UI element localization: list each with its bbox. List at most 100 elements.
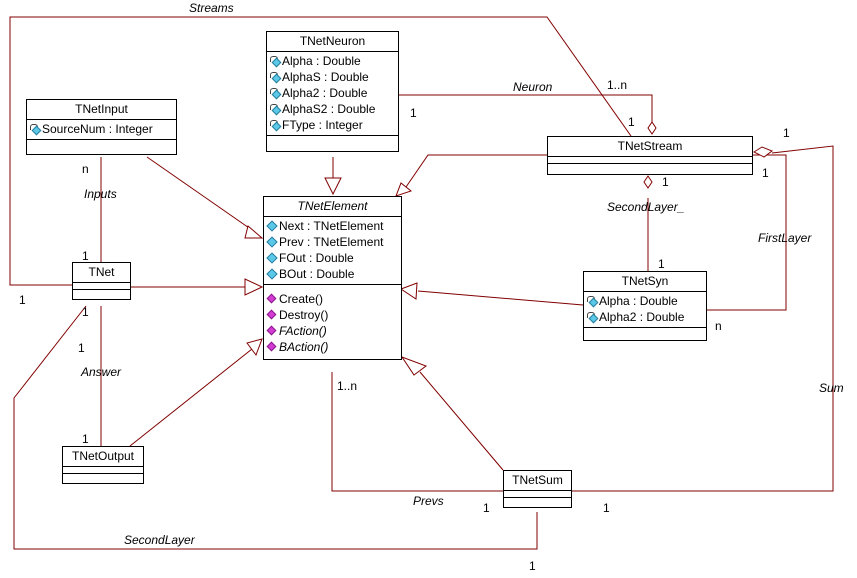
attribute-text: Prev : TNetElement bbox=[279, 235, 384, 249]
operation-row[interactable]: Destroy() bbox=[267, 307, 398, 323]
firstlayer-association-line bbox=[706, 154, 787, 311]
syn-generalization-arrowhead bbox=[399, 282, 418, 300]
attribute-row[interactable]: AlphaS : Double bbox=[270, 69, 395, 85]
neuron-generalization-arrowhead bbox=[324, 177, 342, 196]
neuron-multiplicity-one: 1 bbox=[410, 106, 417, 120]
prevs-multiplicity-many: 1..n bbox=[337, 379, 358, 393]
streams-role-label: Streams bbox=[189, 1, 234, 15]
attribute-row[interactable]: Next : TNetElement bbox=[267, 218, 398, 234]
secondlayer-multiplicity-top: 1 bbox=[662, 175, 669, 189]
tnetelement-class[interactable]: TNetElement Next : TNetElement Prev : TN… bbox=[263, 196, 402, 360]
tnetsum-class[interactable]: TNetSum bbox=[503, 470, 572, 508]
stream-generalization-line bbox=[405, 154, 547, 188]
attribute-row[interactable]: Alpha2 : Double bbox=[270, 85, 395, 101]
tnetneuron-attributes: Alpha : Double AlphaS : Double Alpha2 : … bbox=[267, 52, 398, 136]
tnetneuron-class-name: TNetNeuron bbox=[267, 32, 398, 52]
secondlayer-role-label: SecondLayer_ bbox=[607, 200, 685, 214]
output-generalization-line bbox=[129, 348, 253, 447]
tnetinput-attributes: SourceNum : Integer bbox=[27, 120, 176, 140]
tnet-class-name: TNet bbox=[73, 263, 130, 283]
tnetoutput-operations bbox=[63, 474, 143, 483]
firstlayer-multiplicity-n: n bbox=[715, 319, 722, 333]
secondlayer-bottom-association-line bbox=[13, 305, 538, 550]
prevs-multiplicity-one: 1 bbox=[483, 501, 490, 515]
tnetsum-attributes bbox=[504, 491, 571, 498]
operation-text: Create() bbox=[279, 292, 324, 306]
attribute-row[interactable]: Prev : TNetElement bbox=[267, 234, 398, 250]
attribute-row[interactable]: AlphaS2 : Double bbox=[270, 101, 395, 117]
attribute-row[interactable]: Alpha : Double bbox=[587, 293, 703, 309]
answer-role-label: Answer bbox=[81, 365, 122, 379]
neuron-multiplicity-many: 1..n bbox=[607, 78, 628, 92]
tnetneuron-class[interactable]: TNetNeuron Alpha : Double AlphaS : Doubl… bbox=[266, 31, 399, 152]
cyan-diamond-icon bbox=[267, 253, 277, 263]
operation-row[interactable]: FAction() bbox=[267, 323, 398, 339]
neuron-role-label: Neuron bbox=[513, 80, 553, 94]
attribute-row[interactable]: SourceNum : Integer bbox=[30, 121, 173, 137]
operation-row[interactable]: Create() bbox=[267, 291, 398, 307]
inputs-role-label: Inputs bbox=[84, 187, 117, 201]
magenta-diamond-icon bbox=[267, 342, 277, 352]
tnetoutput-attributes bbox=[63, 467, 143, 474]
secondlayer-aggregation-diamond bbox=[643, 175, 653, 189]
input-generalization-line bbox=[146, 156, 253, 231]
sum-association-line bbox=[571, 145, 834, 492]
attribute-text: FType : Integer bbox=[282, 118, 363, 132]
tnetsum-operations bbox=[504, 498, 571, 507]
operation-text: FAction() bbox=[279, 324, 327, 338]
inputs-multiplicity-one: 1 bbox=[82, 249, 89, 263]
attribute-text: FOut : Double bbox=[279, 251, 354, 265]
magenta-diamond-icon bbox=[267, 294, 277, 304]
operation-text: BAction() bbox=[279, 340, 329, 354]
attribute-text: Alpha2 : Double bbox=[282, 86, 368, 100]
tnetsum-class-name: TNetSum bbox=[504, 471, 571, 491]
tnetoutput-class-name: TNetOutput bbox=[63, 447, 143, 467]
tnetneuron-operations bbox=[267, 136, 398, 151]
tnet-generalization-arrowhead bbox=[244, 278, 264, 296]
tnetstream-class[interactable]: TNetStream bbox=[547, 136, 753, 175]
attribute-row[interactable]: FOut : Double bbox=[267, 250, 398, 266]
operation-row[interactable]: BAction() bbox=[267, 339, 398, 355]
tnetstream-class-name: TNetStream bbox=[548, 137, 752, 157]
syn-generalization-line bbox=[417, 290, 584, 306]
attribute-text: BOut : Double bbox=[279, 267, 355, 281]
tnet-left-multiplicity-one: 1 bbox=[19, 293, 26, 307]
tnetsyn-class[interactable]: TNetSyn Alpha : Double Alpha2 : Double bbox=[583, 271, 707, 341]
tnetsyn-operations bbox=[584, 328, 706, 340]
attribute-row[interactable]: Alpha2 : Double bbox=[587, 309, 703, 325]
firstlayer-role-label: FirstLayer bbox=[758, 231, 812, 245]
tnetelement-attributes: Next : TNetElement Prev : TNetElement FO… bbox=[264, 217, 401, 285]
lock-diamond-icon bbox=[587, 312, 597, 322]
lock-diamond-icon bbox=[270, 120, 280, 130]
sum-generalization-line bbox=[419, 371, 504, 471]
cyan-diamond-icon bbox=[267, 269, 277, 279]
prevs-role-label: Prevs bbox=[413, 494, 444, 508]
cyan-diamond-icon bbox=[267, 237, 277, 247]
firstlayer-multiplicity-one: 1 bbox=[762, 166, 769, 180]
secondlayer-multiplicity-bottom: 1 bbox=[658, 257, 665, 271]
answer-multiplicity-bottom: 1 bbox=[82, 432, 89, 446]
tnet-class[interactable]: TNet bbox=[72, 262, 131, 300]
tnetstream-attributes bbox=[548, 157, 752, 164]
sum-aggregation-diamond bbox=[752, 146, 774, 158]
cyan-diamond-icon bbox=[267, 221, 277, 231]
output-generalization-arrowhead bbox=[246, 338, 263, 357]
lock-diamond-icon bbox=[30, 124, 40, 134]
attribute-text: AlphaS2 : Double bbox=[282, 102, 376, 116]
attribute-text: Alpha : Double bbox=[282, 54, 361, 68]
attribute-text: Alpha2 : Double bbox=[599, 310, 685, 324]
attribute-row[interactable]: FType : Integer bbox=[270, 117, 395, 133]
lock-diamond-icon bbox=[587, 296, 597, 306]
tnetstream-operations bbox=[548, 164, 752, 174]
attribute-row[interactable]: BOut : Double bbox=[267, 266, 398, 282]
inputs-multiplicity-n: n bbox=[82, 162, 89, 176]
attribute-text: Next : TNetElement bbox=[279, 219, 384, 233]
secondlayer-bottom-multiplicity-one: 1 bbox=[529, 559, 536, 573]
input-generalization-arrowhead bbox=[244, 225, 264, 239]
magenta-diamond-icon bbox=[267, 326, 277, 336]
sum-multiplicity-one: 1 bbox=[603, 501, 610, 515]
attribute-row[interactable]: Alpha : Double bbox=[270, 53, 395, 69]
tnetinput-class[interactable]: TNetInput SourceNum : Integer bbox=[26, 99, 177, 155]
tnetoutput-class[interactable]: TNetOutput bbox=[62, 446, 144, 484]
